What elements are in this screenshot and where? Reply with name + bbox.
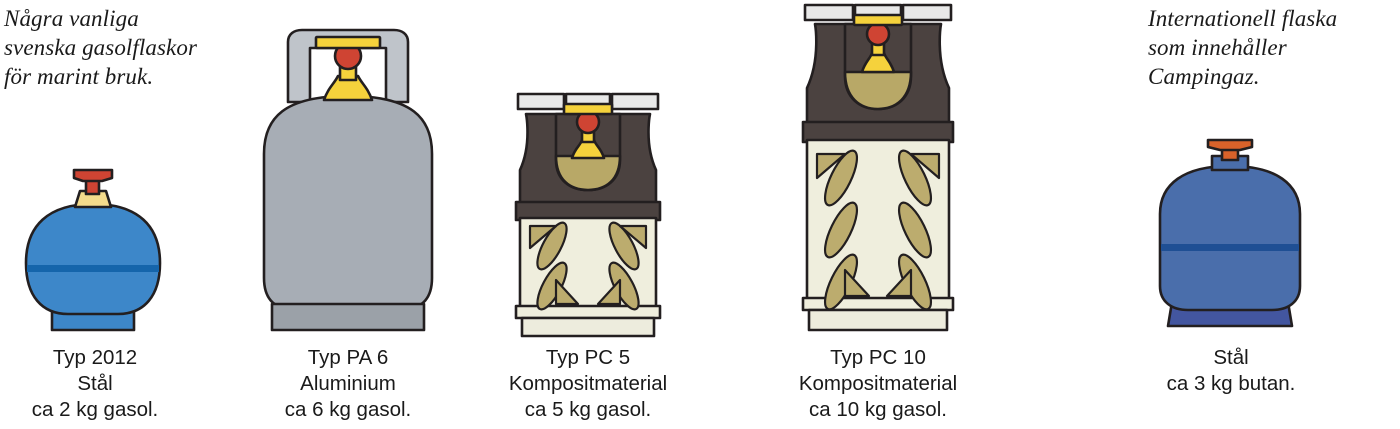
campingaz-steel-bottle-illustration xyxy=(1150,138,1310,340)
left-caption: Några vanliga svenska gasolflaskor för m… xyxy=(4,6,198,89)
typ-2012-steel-bottle-illustration xyxy=(18,168,168,338)
typ-pa-6-label: Typ PA 6 Aluminium ca 6 kg gasol. xyxy=(284,346,412,421)
band-stripe xyxy=(1161,244,1299,251)
typ-2012-label: Typ 2012 Stål ca 2 kg gasol. xyxy=(31,346,159,421)
typ-pc-10-label: Typ PC 10 Kompositmaterial ca 10 kg gaso… xyxy=(798,346,958,421)
band-stripe xyxy=(27,265,159,272)
typ-pc-5-label: Typ PC 5 Kompositmaterial ca 5 kg gasol. xyxy=(508,346,668,421)
typ-pc-5-composite-bottle-illustration xyxy=(500,90,676,338)
typ-pa-6-aluminium-bottle-illustration xyxy=(258,26,438,338)
typ-pc-10-composite-bottle-illustration xyxy=(785,2,971,338)
right-caption: Internationell flaska som innehåller Cam… xyxy=(1148,6,1338,89)
campingaz-label: Stål ca 3 kg butan. xyxy=(1166,346,1296,395)
